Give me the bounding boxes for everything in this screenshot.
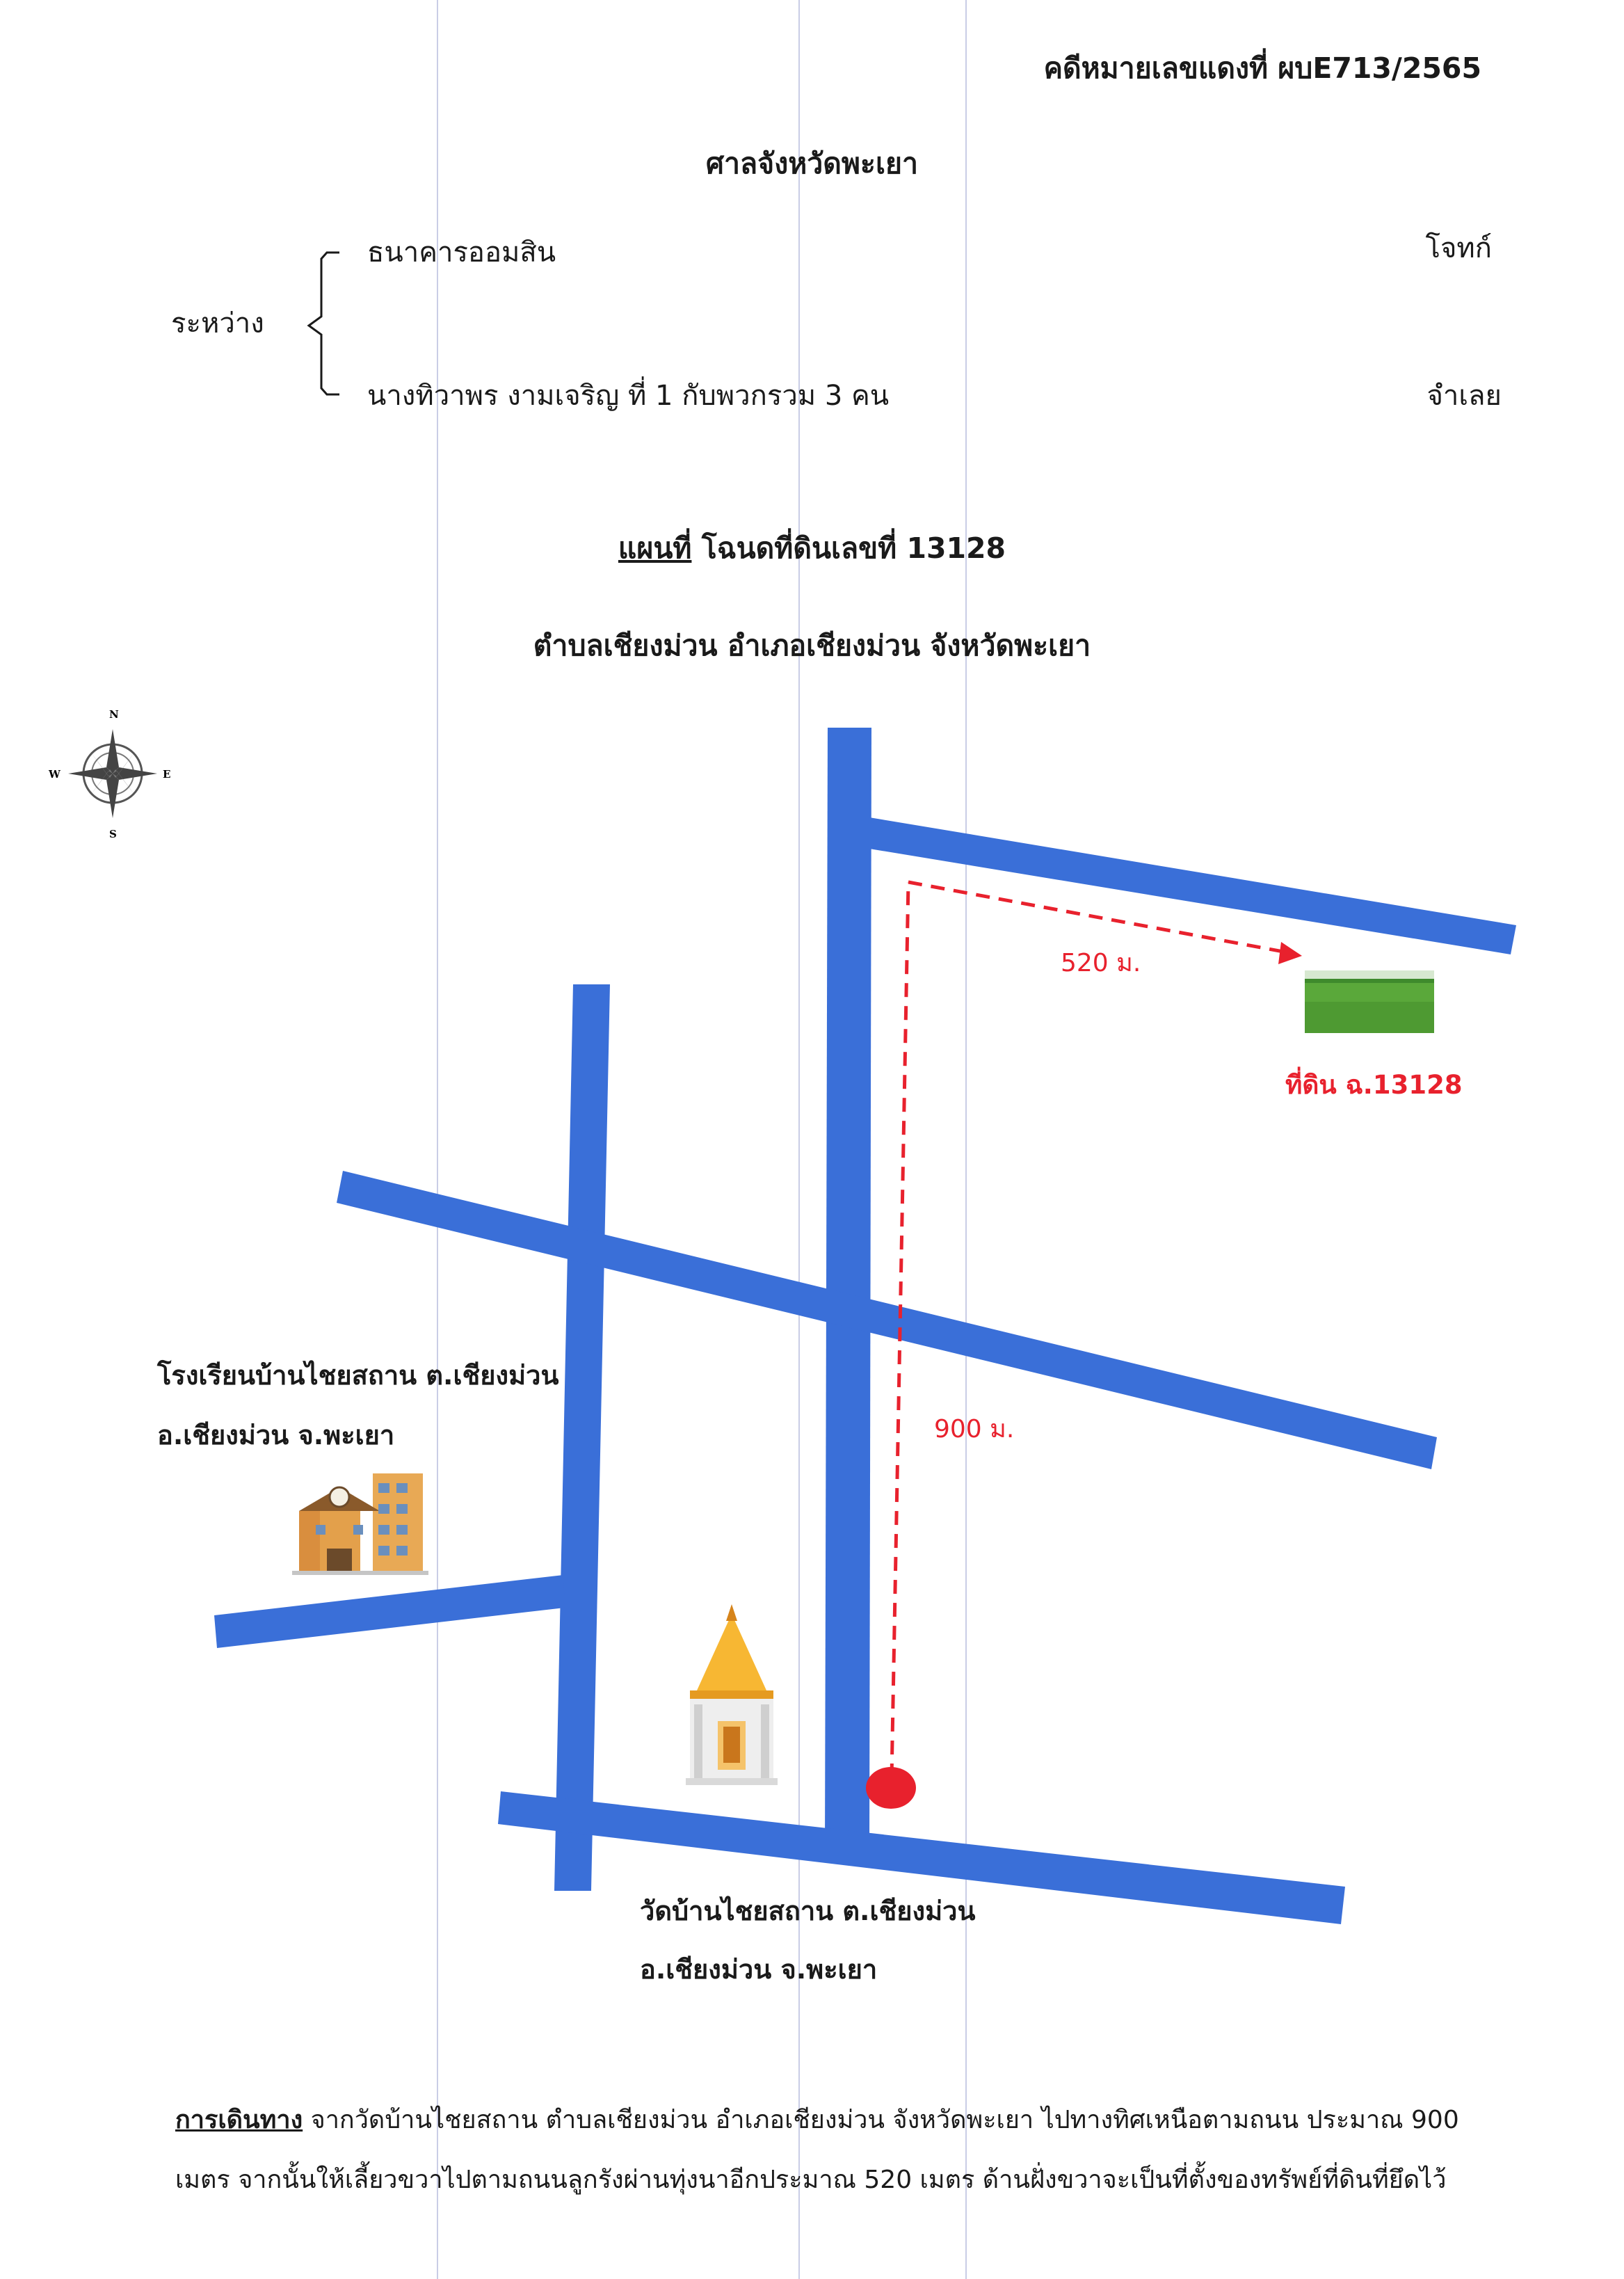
temple-icon <box>686 1604 778 1785</box>
plaintiff-name: ธนาคารออมสิน <box>367 237 556 269</box>
route-path <box>866 880 1302 1809</box>
temple-label-line2: อ.เชียงม่วน จ.พะเยา <box>640 1954 878 1985</box>
school-icon <box>292 1473 428 1575</box>
rice-field-image <box>1305 970 1434 1033</box>
compass-e: E <box>163 768 170 781</box>
scan-line <box>798 0 800 2279</box>
court-name: ศาลจังหวัดพะเยา <box>706 147 918 180</box>
distance-east-label: 520 ม. <box>1061 949 1141 977</box>
case-number: คดีหมายเลขแดงที่ ผบE713/2565 <box>1043 51 1481 85</box>
map-title-line1: แผนที่ โฉนดที่ดินเลขที่ 13128 <box>0 526 1624 571</box>
road-diagonal <box>337 1171 1437 1469</box>
defendant-role: จำเลย <box>1426 380 1502 412</box>
directions-line1: การเดินทาง จากวัดบ้านไชยสถาน ตำบลเชียงม่… <box>175 2100 1459 2141</box>
school-label-line1: โรงเรียนบ้านไชยสถาน ต.เชียงม่วน <box>157 1360 559 1391</box>
compass-w: W <box>48 768 61 781</box>
directions-text1: จากวัดบ้านไชยสถาน ตำบลเชียงม่วน อำเภอเชี… <box>303 2106 1459 2134</box>
scan-line <box>965 0 967 2279</box>
road-south <box>498 1791 1345 1924</box>
map-title-prefix: แผนที่ <box>618 531 692 565</box>
school-label-line2: อ.เชียงม่วน จ.พะเยา <box>157 1420 395 1450</box>
between-label: ระหว่าง <box>171 307 264 339</box>
road-northeast <box>869 817 1516 954</box>
compass-s: S <box>109 828 117 840</box>
road-west-vertical <box>554 984 610 1891</box>
land-label: ที่ดิน ฉ.13128 <box>1285 1070 1463 1100</box>
directions-label: การเดินทาง <box>175 2106 303 2134</box>
start-point-marker <box>866 1767 916 1809</box>
scan-line <box>437 0 438 2279</box>
temple-label-line1: วัดบ้านไชยสถาน ต.เชียงม่วน <box>640 1896 976 1926</box>
map-title-rest: โฉนดที่ดินเลขที่ 13128 <box>691 531 1006 565</box>
road-network <box>214 728 1516 1924</box>
map-title-line2: ตำบลเชียงม่วน อำเภอเชียงม่วน จังหวัดพะเย… <box>533 629 1091 662</box>
route-arrowhead <box>1278 942 1302 964</box>
compass-rose-icon: N S E W <box>48 708 170 840</box>
compass-n: N <box>109 708 119 721</box>
road-west-branch <box>214 1575 565 1648</box>
distance-north-label: 900 ม. <box>934 1415 1015 1444</box>
defendant-name: นางทิวาพร งามเจริญ ที่ 1 กับพวกรวม 3 คน <box>367 380 890 412</box>
directions-line2: เมตร จากนั้นให้เลี้ยวขวาไปตามถนนลูกรังผ่… <box>175 2166 1447 2194</box>
plaintiff-role: โจทก์ <box>1425 232 1492 264</box>
road-main-vertical <box>825 728 871 1856</box>
